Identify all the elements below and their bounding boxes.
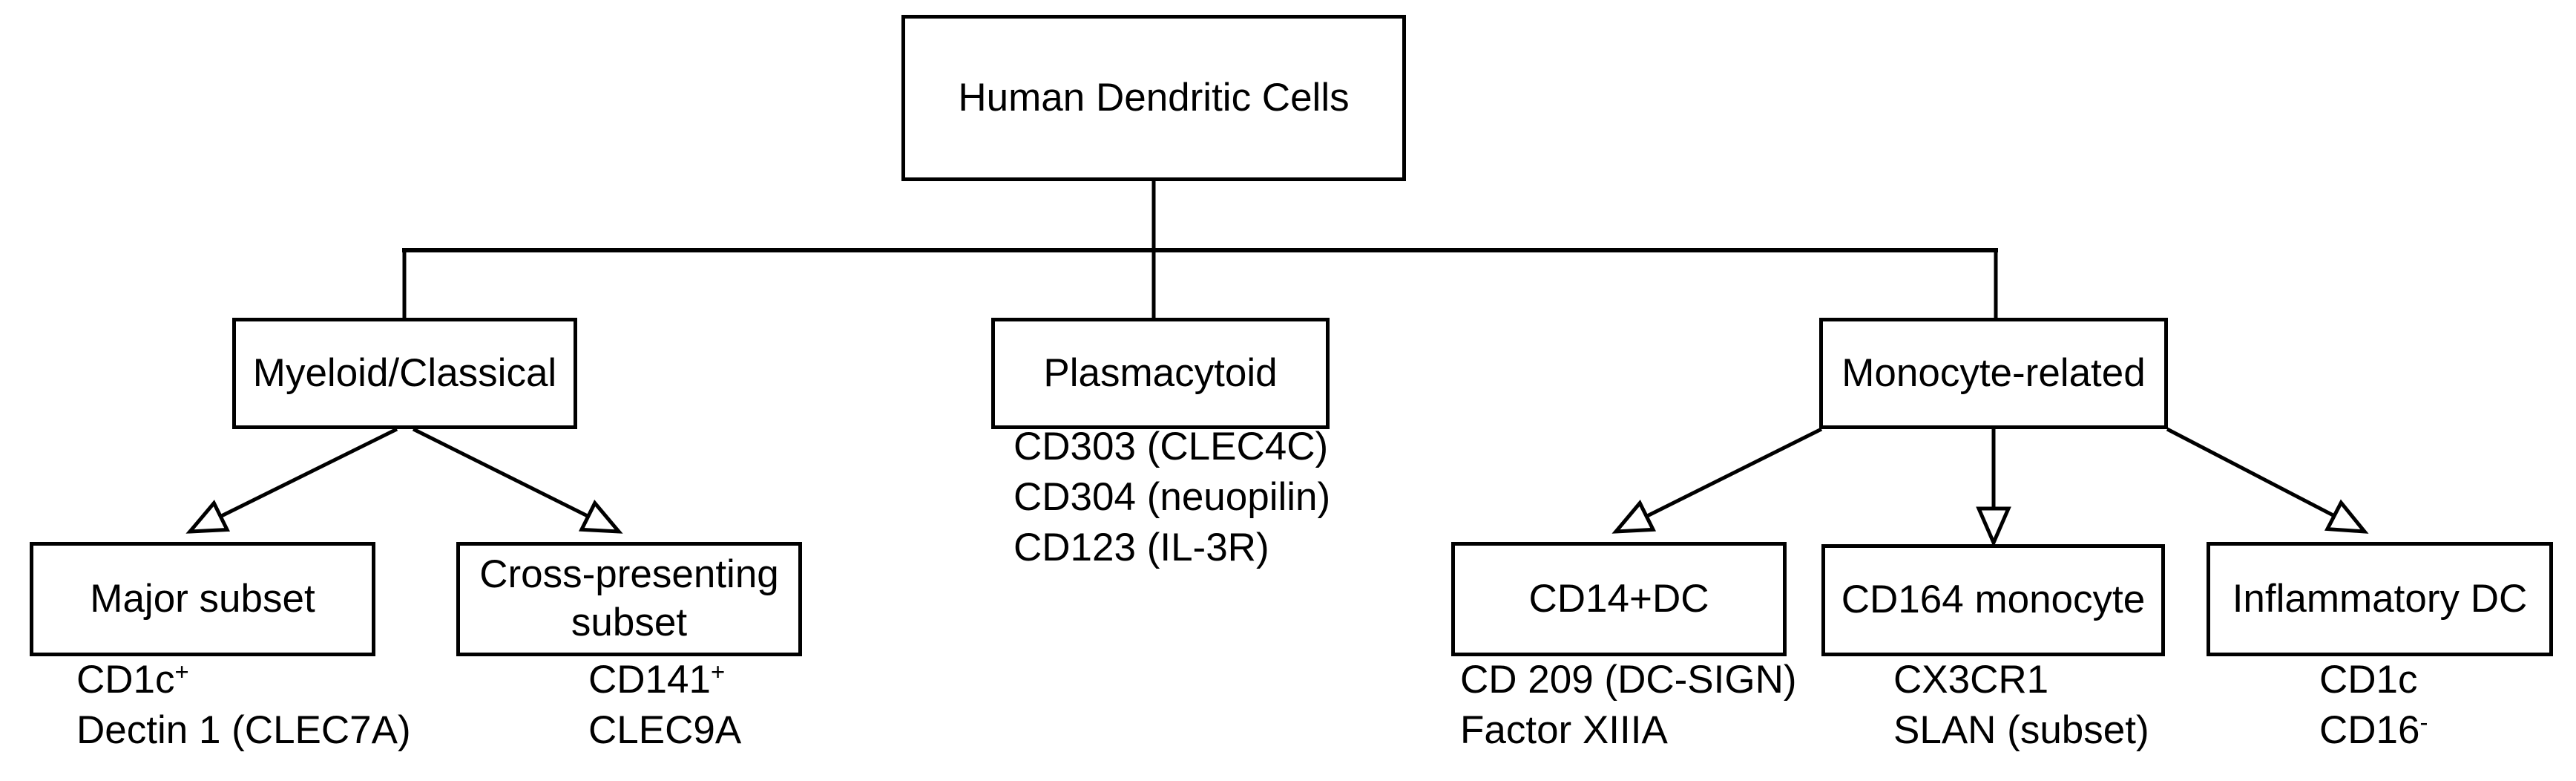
node-inflammatory-dc: Inflammatory DC: [2207, 542, 2553, 656]
node-label: Monocyte-related: [1841, 350, 2146, 395]
node-major-subset: Major subset: [30, 542, 375, 656]
marker-line: CD141+: [588, 657, 726, 702]
node-label: Cross-presenting subset: [479, 552, 779, 644]
node-cross-presenting-subset: Cross-presenting subset: [456, 542, 802, 656]
markers-cross-presenting: CD141+ CLEC9A: [588, 655, 741, 756]
node-label: Myeloid/Classical: [252, 350, 557, 395]
node-plasmacytoid: Plasmacytoid: [991, 318, 1330, 429]
markers-plasmacytoid: CD303 (CLEC4C) CD304 (neuopilin) CD123 (…: [1013, 422, 1330, 573]
marker-line: CD1c+: [76, 657, 189, 702]
node-myeloid-classical: Myeloid/Classical: [232, 318, 577, 429]
node-label: CD164 monocyte: [1841, 578, 2146, 622]
node-human-dendritic-cells: Human Dendritic Cells: [901, 15, 1406, 181]
marker-line: CD303 (CLEC4C): [1013, 425, 1329, 468]
markers-cd164-monocyte: CX3CR1 SLAN (subset): [1893, 655, 2149, 756]
node-cd164-monocyte: CD164 monocyte: [1821, 544, 2165, 656]
marker-line: CD123 (IL-3R): [1013, 526, 1269, 569]
marker-line: CD16-: [2319, 708, 2428, 752]
marker-line: CD 209 (DC-SIGN): [1460, 658, 1797, 702]
node-monocyte-related: Monocyte-related: [1819, 318, 2168, 429]
node-label: CD14+DC: [1528, 576, 1709, 621]
marker-line: Dectin 1 (CLEC7A): [76, 708, 411, 752]
arrow-myeloid-to-cross-presenting: [412, 427, 623, 534]
marker-line: Factor XIIIA: [1460, 708, 1668, 752]
node-label: Human Dendritic Cells: [958, 75, 1350, 120]
markers-inflammatory-dc: CD1c CD16-: [2319, 655, 2428, 756]
node-label: Major subset: [90, 576, 315, 621]
arrow-monocyte-to-inflammatory-dc: [2166, 427, 2369, 534]
markers-cd14-dc: CD 209 (DC-SIGN) Factor XIIIA: [1460, 655, 1797, 756]
node-cd14-dc: CD14+DC: [1451, 542, 1787, 656]
node-label: Plasmacytoid: [1043, 350, 1278, 395]
node-label: Inflammatory DC: [2232, 576, 2528, 621]
arrow-myeloid-to-major-subset: [185, 427, 398, 534]
markers-major-subset: CD1c+ Dectin 1 (CLEC7A): [76, 655, 411, 756]
arrow-monocyte-to-cd14-dc: [1611, 427, 1823, 534]
marker-line: CD304 (neuopilin): [1013, 475, 1331, 519]
marker-line: CD1c: [2319, 658, 2418, 702]
marker-line: CX3CR1: [1893, 658, 2049, 702]
marker-line: SLAN (subset): [1893, 708, 2149, 752]
marker-line: CLEC9A: [588, 708, 742, 752]
